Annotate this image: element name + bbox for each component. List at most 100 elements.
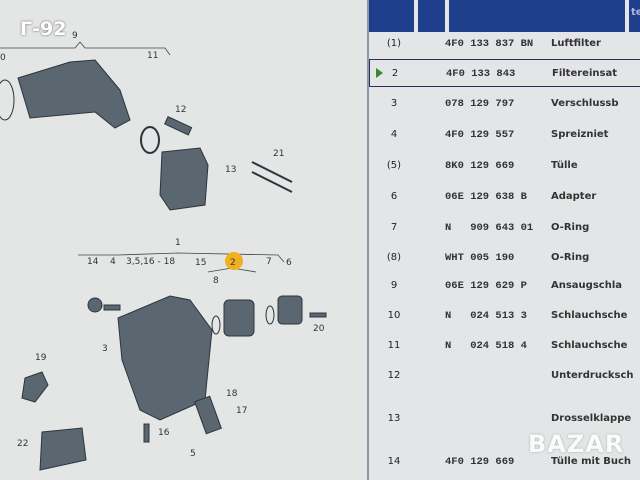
part-number-cell: 4F0 133 837 BN bbox=[445, 38, 534, 50]
header-name-column[interactable] bbox=[629, 0, 640, 32]
part-number-cell: N 024 513 3 bbox=[445, 310, 527, 322]
table-row[interactable]: 11 N 024 518 4 Schlauchsche bbox=[369, 332, 640, 360]
header-part-number-column[interactable] bbox=[449, 0, 625, 32]
bazar-watermark-logo: BAZAR bbox=[528, 430, 625, 458]
table-row[interactable]: 13 Drosselklappe bbox=[369, 405, 640, 433]
bolt-part bbox=[251, 171, 293, 193]
hose-clamp-part bbox=[140, 126, 160, 154]
position-cell: (8) bbox=[386, 252, 402, 263]
vacuum-hose-part bbox=[164, 116, 193, 136]
position-cell: 12 bbox=[387, 370, 401, 381]
throttle-body-part bbox=[159, 147, 209, 211]
position-cell: 3 bbox=[390, 98, 398, 109]
position-cell: 4 bbox=[390, 129, 398, 140]
part-name-cell: O-Ring bbox=[551, 252, 590, 263]
table-row[interactable]: 6 06E 129 638 B Adapter bbox=[369, 183, 640, 211]
callout-11: 11 bbox=[147, 51, 158, 61]
part-name-cell: Adapter bbox=[551, 191, 597, 202]
ring-part bbox=[0, 79, 15, 121]
pin-part bbox=[143, 423, 150, 443]
part-name-cell: Tülle bbox=[551, 160, 578, 171]
callout-3: 3 bbox=[102, 344, 108, 354]
exploded-parts-diagram[interactable]: 9 0 11 12 13 21 1 14 4 3,5,16 - 18 15 2 … bbox=[0, 0, 367, 480]
part-name-cell: Unterdrucksch bbox=[551, 370, 634, 381]
callout-9: 9 bbox=[72, 31, 78, 41]
table-row[interactable]: 3 078 129 797 Verschlussb bbox=[369, 90, 640, 118]
callout-7: 7 bbox=[266, 257, 272, 267]
bolt-part bbox=[251, 161, 293, 183]
highlight-marker bbox=[225, 252, 243, 270]
table-row[interactable]: 12 Unterdrucksch bbox=[369, 362, 640, 390]
part-name-cell: Schlauchsche bbox=[551, 310, 628, 321]
callout-6: 6 bbox=[286, 258, 292, 268]
part-number-cell: 8K0 129 669 bbox=[445, 160, 515, 172]
part-number-cell: 4F0 133 843 bbox=[446, 68, 516, 80]
callout-1: 1 bbox=[175, 238, 181, 248]
part-number-cell: 078 129 797 bbox=[445, 98, 515, 110]
part-number-cell: 4F0 129 669 bbox=[445, 456, 515, 468]
callout-15: 15 bbox=[195, 258, 206, 268]
position-cell: (5) bbox=[386, 160, 402, 171]
table-row[interactable]: (5) 8K0 129 669 Tülle bbox=[369, 152, 640, 180]
position-cell: 7 bbox=[390, 222, 398, 233]
header-name-label: teilen bbox=[631, 7, 640, 18]
callout-3-5-16-18: 3,5,16 - 18 bbox=[126, 257, 175, 267]
position-cell: 6 bbox=[390, 191, 398, 202]
o-ring-part bbox=[265, 305, 275, 325]
rivet-part bbox=[103, 304, 121, 311]
adapter-part bbox=[277, 295, 303, 325]
callout-2: 2 bbox=[230, 258, 236, 268]
position-cell: 9 bbox=[390, 280, 398, 291]
hose-part bbox=[194, 395, 222, 435]
callout-20: 20 bbox=[313, 324, 325, 334]
part-number-cell: 4F0 129 557 bbox=[445, 129, 515, 141]
o-ring-part bbox=[211, 315, 221, 335]
callout-16: 16 bbox=[158, 428, 170, 438]
callout-4: 4 bbox=[110, 257, 116, 267]
elbow-part bbox=[21, 371, 49, 403]
position-cell: 11 bbox=[387, 340, 401, 351]
part-name-cell: Drosselklappe bbox=[551, 413, 632, 424]
duct-part bbox=[39, 427, 87, 471]
callout-17: 17 bbox=[236, 406, 247, 416]
callout-21: 21 bbox=[273, 149, 284, 159]
part-number-cell: 06E 129 638 B bbox=[445, 191, 527, 203]
part-number-cell: 06E 129 629 P bbox=[445, 280, 527, 292]
table-row[interactable]: 4 4F0 129 557 Spreizniet bbox=[369, 121, 640, 149]
callout-8: 8 bbox=[213, 276, 219, 286]
position-cell: 2 bbox=[391, 68, 399, 79]
part-name-cell: Tülle mit Buch bbox=[551, 456, 632, 467]
callout-12: 12 bbox=[175, 105, 186, 115]
callout-14: 14 bbox=[87, 257, 99, 267]
callout-18: 18 bbox=[226, 389, 238, 399]
part-name-cell: O-Ring bbox=[551, 222, 590, 233]
grommet-part bbox=[87, 297, 103, 313]
callout-19: 19 bbox=[35, 353, 47, 363]
screw-part bbox=[309, 312, 327, 318]
intake-hose-part bbox=[17, 59, 131, 129]
callout-13: 13 bbox=[225, 165, 236, 175]
table-row[interactable]: (8) WHT 005 190 O-Ring bbox=[369, 244, 640, 272]
part-name-cell: Schlauchsche bbox=[551, 340, 628, 351]
part-number-cell: N 024 518 4 bbox=[445, 340, 527, 352]
diagram-drawing: 9 0 11 12 13 21 1 14 4 3,5,16 - 18 15 2 … bbox=[0, 31, 327, 471]
part-name-cell: Ansaugschla bbox=[551, 280, 623, 291]
part-name-cell: Verschlussb bbox=[551, 98, 619, 109]
part-name-cell: Luftfilter bbox=[551, 38, 601, 49]
position-cell: 13 bbox=[387, 413, 401, 424]
overlay-code-label: Г-92 bbox=[20, 18, 67, 40]
callout-22: 22 bbox=[17, 439, 28, 449]
part-number-cell: WHT 005 190 bbox=[445, 252, 515, 264]
header-pos-column[interactable] bbox=[369, 0, 414, 32]
filter-element-part bbox=[223, 299, 255, 337]
header-column-2[interactable] bbox=[418, 0, 445, 32]
selected-row-arrow-icon bbox=[376, 68, 383, 78]
table-row[interactable]: 9 06E 129 629 P Ansaugschla bbox=[369, 272, 640, 300]
part-name-cell: Spreizniet bbox=[551, 129, 609, 140]
